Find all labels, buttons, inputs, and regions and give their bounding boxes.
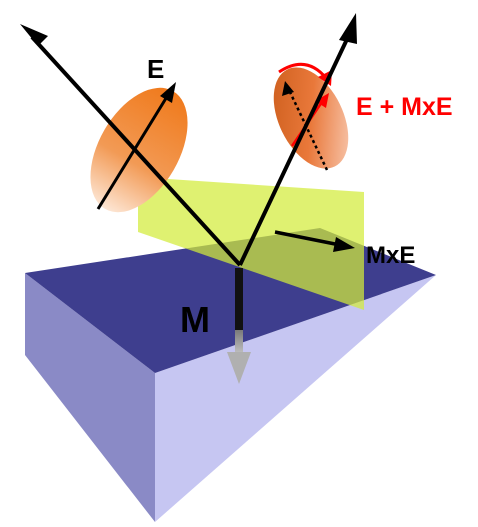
rotated-field-arrowhead	[315, 93, 329, 108]
rotation-arc	[278, 62, 328, 79]
magnetization-arrow	[227, 268, 251, 384]
mxe-arrow-line	[274, 230, 341, 247]
crystal-front-face	[25, 273, 155, 522]
magnetization-arrowhead	[227, 352, 251, 384]
magnetization-shaft-dark	[235, 268, 243, 332]
label-mxe: MxE	[366, 242, 415, 269]
reflected-beam	[238, 34, 351, 266]
crystal-side-face	[155, 275, 436, 522]
incident-beam	[30, 35, 242, 267]
reflected-beam-arrowhead	[339, 13, 357, 44]
incident-beam-arrowhead	[20, 24, 48, 46]
crystal-block	[25, 228, 436, 522]
incident-field-arrowhead	[160, 82, 176, 103]
magnetization-shaft-gray	[235, 330, 243, 354]
light-beams	[20, 13, 357, 267]
label-m: M	[180, 299, 210, 340]
mxe-arrowhead	[333, 237, 355, 252]
mxe-arrow	[274, 230, 355, 252]
incident-field-arrow	[96, 94, 170, 210]
original-field-dotted	[287, 89, 329, 171]
original-field-arrowhead	[282, 81, 294, 96]
label-e: E	[147, 54, 164, 84]
label-e-plus-mxe: E + MxE	[356, 93, 453, 121]
